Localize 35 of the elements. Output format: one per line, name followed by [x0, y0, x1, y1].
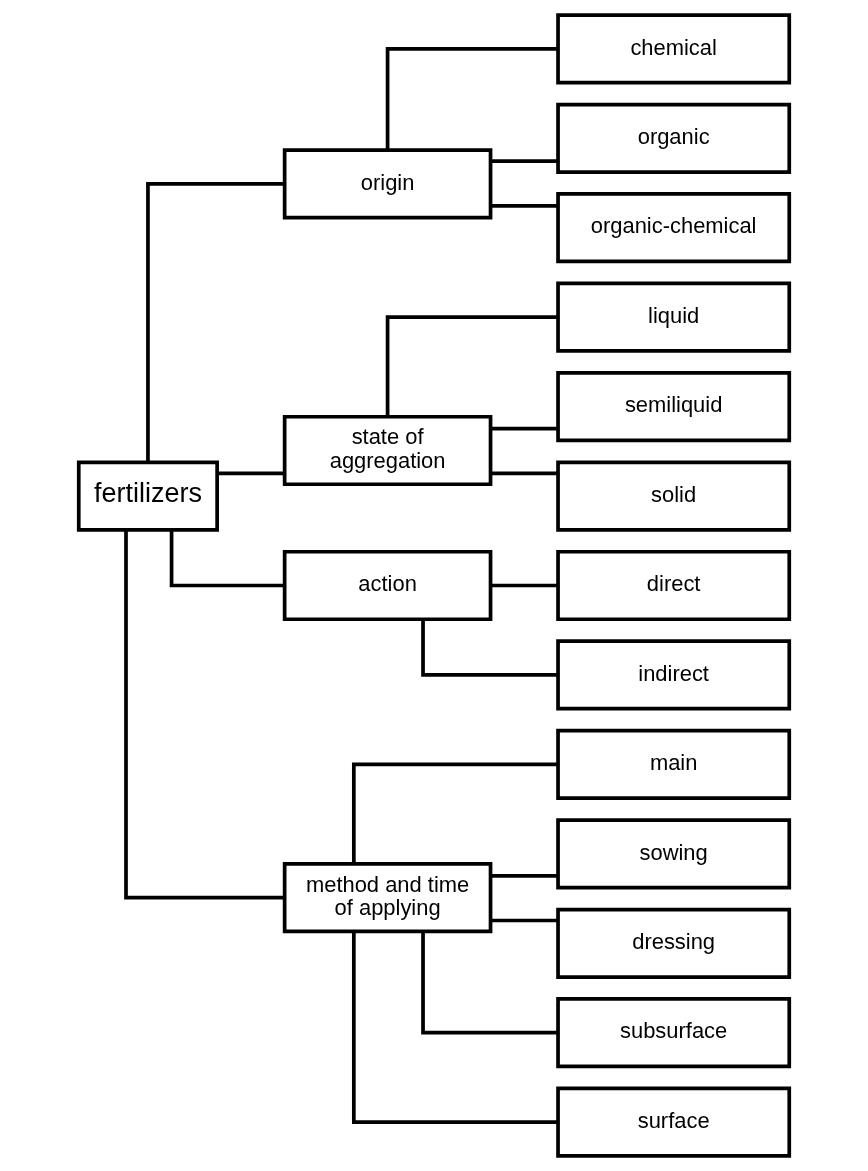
connector — [217, 471, 285, 476]
connector — [490, 426, 558, 431]
connector — [490, 918, 558, 923]
node-box: direct — [556, 549, 792, 622]
node-box: chemical — [556, 13, 792, 85]
node-box: organic — [556, 102, 792, 174]
connector — [490, 159, 558, 163]
connector — [146, 182, 285, 463]
node-box: solid — [556, 460, 792, 532]
node-box: fertilizers — [76, 460, 219, 532]
connector — [421, 619, 558, 677]
node-box: sowing — [556, 818, 792, 890]
connector — [352, 931, 558, 1125]
node-box: main — [556, 728, 792, 800]
node-box: surface — [556, 1086, 792, 1158]
connector — [352, 762, 558, 864]
node-box: organic-chemical — [556, 192, 792, 264]
node-box: semiliquid — [556, 371, 792, 443]
connector — [490, 471, 558, 476]
connector — [490, 873, 558, 878]
node-box: liquid — [556, 281, 792, 353]
connector — [385, 46, 558, 150]
node-box: state of aggregation — [282, 414, 493, 487]
node-box: dressing — [556, 907, 792, 979]
connector — [490, 583, 558, 588]
node-box: origin — [282, 148, 493, 220]
connector — [490, 203, 558, 208]
node-box: action — [282, 549, 493, 622]
node-box: subsurface — [556, 997, 792, 1069]
connector — [169, 529, 285, 588]
node-box: indirect — [556, 639, 792, 711]
connector — [385, 315, 558, 417]
connector — [124, 530, 285, 900]
connector — [421, 931, 558, 1035]
node-box: method and time of applying — [282, 862, 493, 934]
